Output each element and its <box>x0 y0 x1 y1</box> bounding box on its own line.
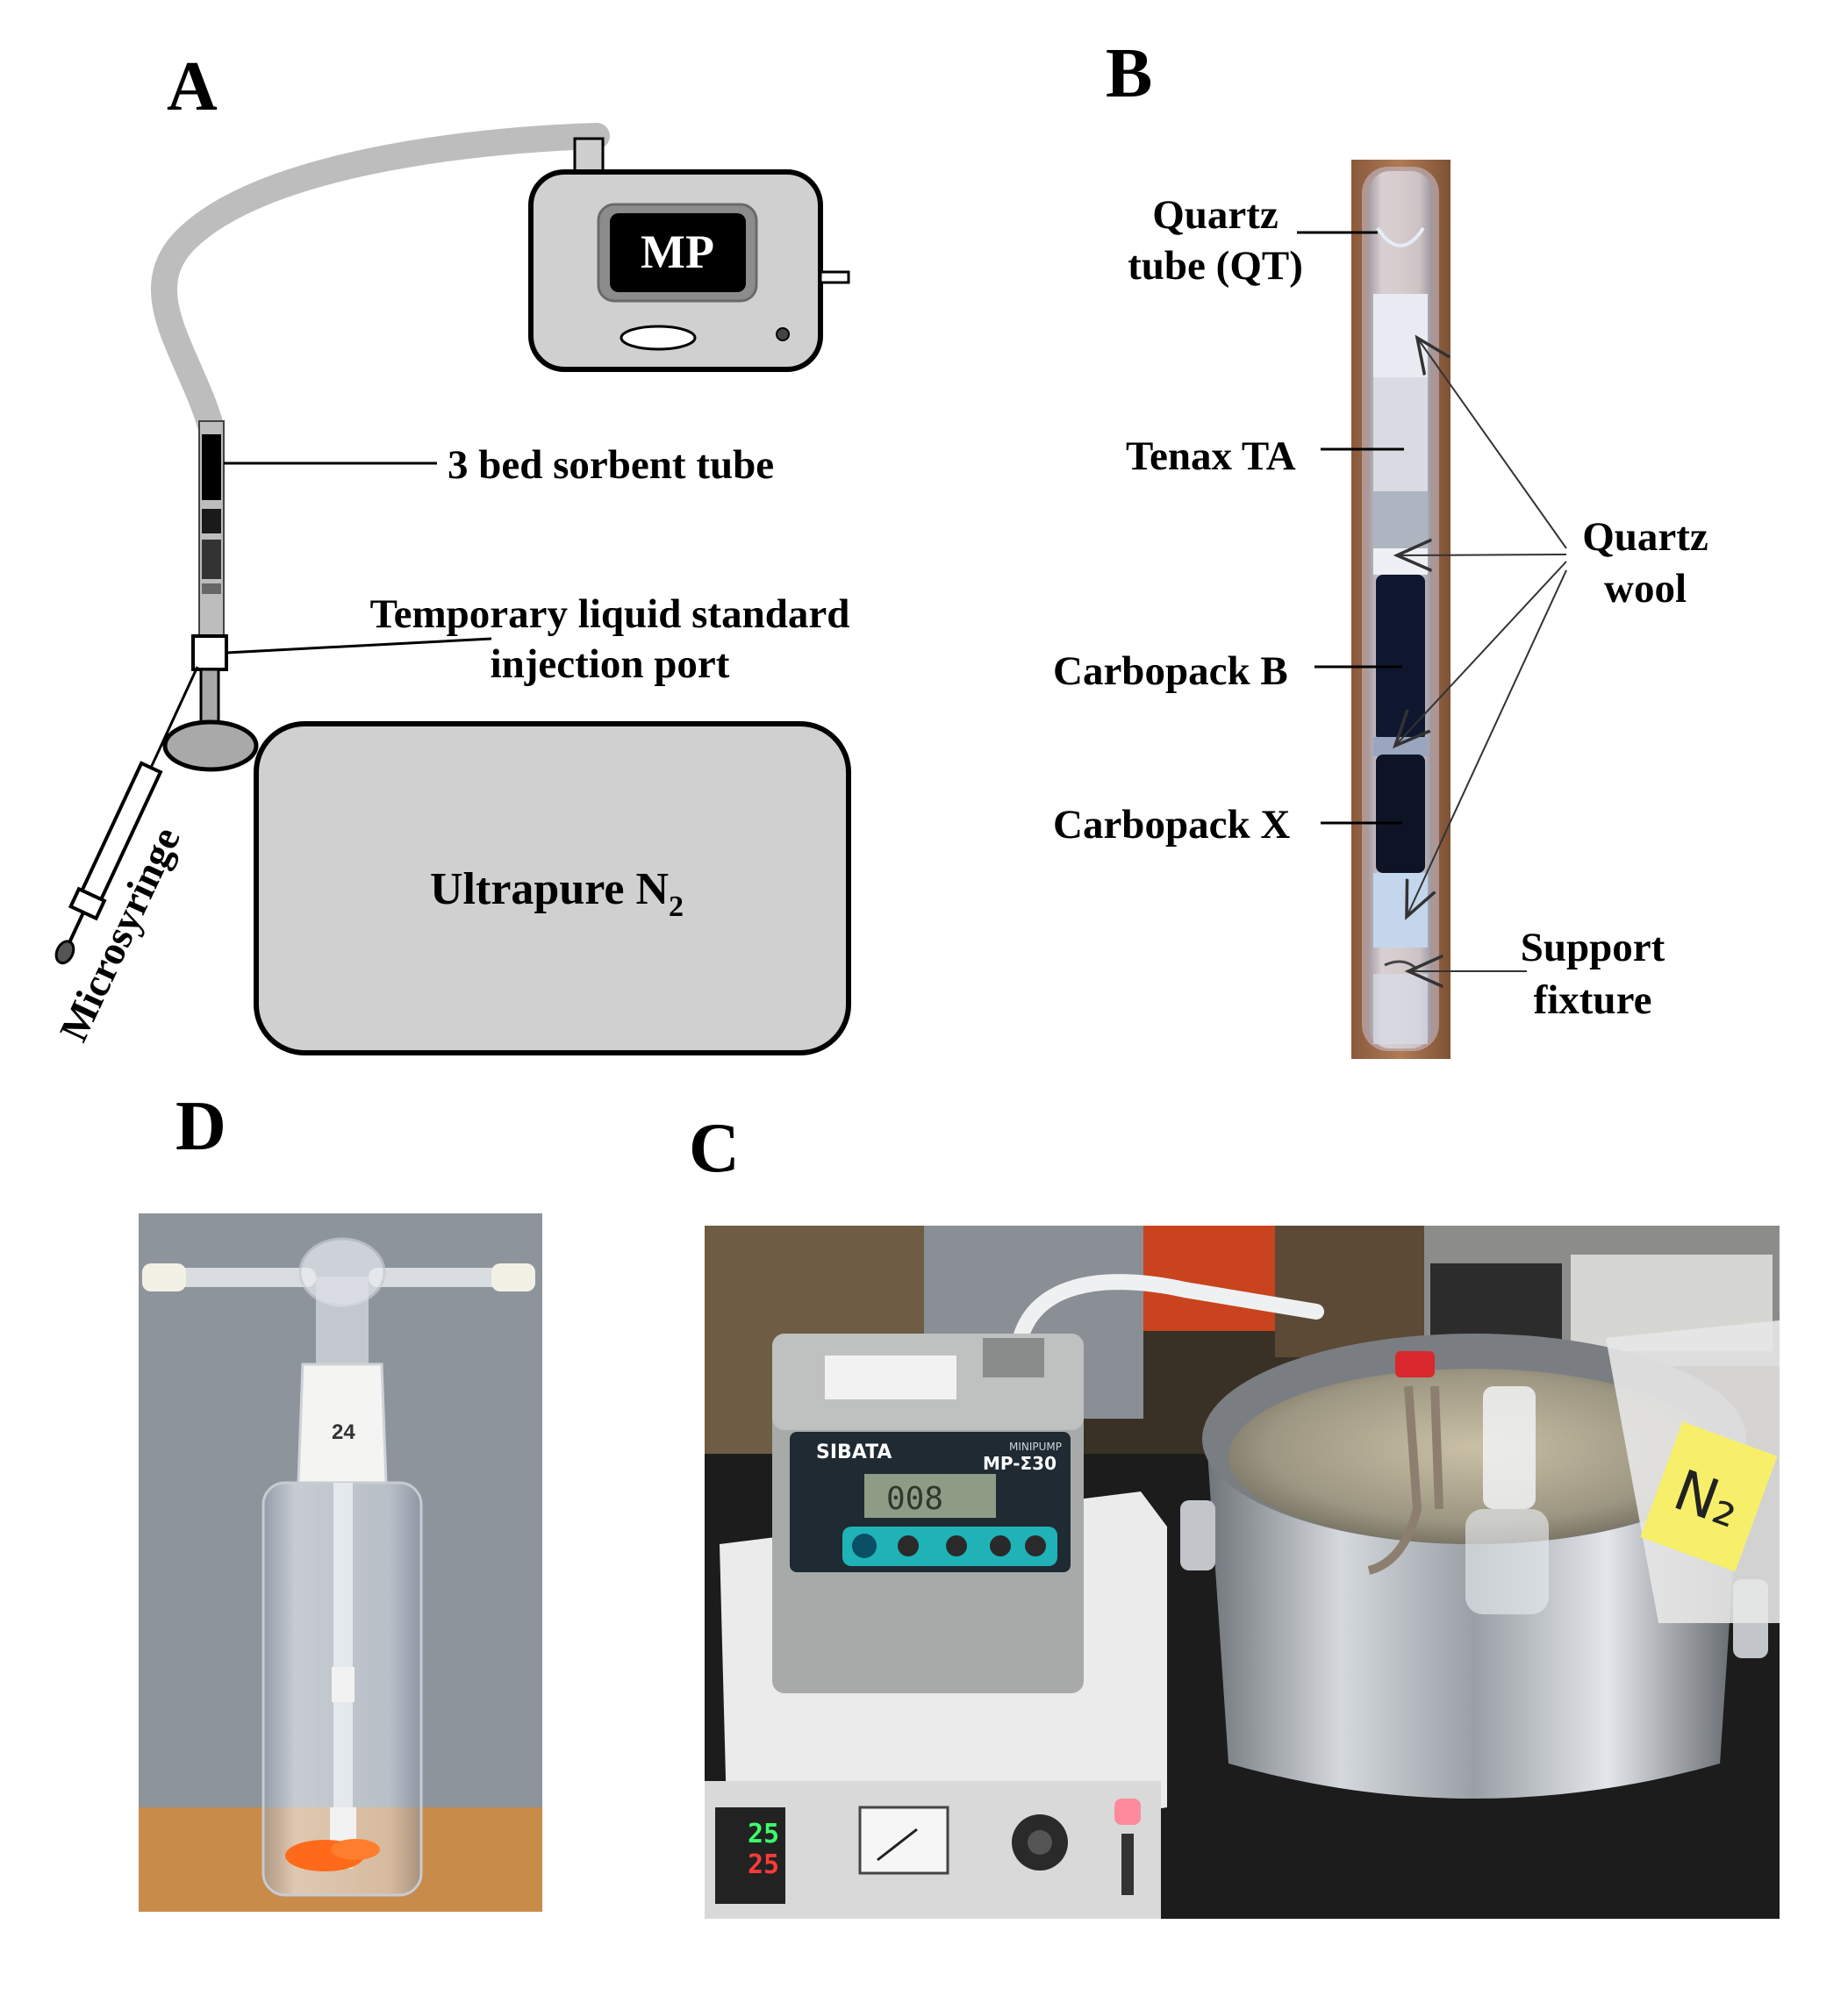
port-label-line1: Temporary liquid standard <box>370 591 850 637</box>
pump-model: MP-Σ30 <box>983 1453 1057 1474</box>
hotplate-temp-top: 25 <box>748 1819 779 1849</box>
panel-b: B Quartz tube (QT) <box>1053 35 1708 1059</box>
mini-pump-schematic: MP <box>528 169 850 372</box>
pump-indicator-dot <box>776 327 790 341</box>
photo-water-bath <box>1180 1334 1768 1799</box>
panel-c: C 25 25 <box>689 1110 1780 1919</box>
panel-d: D 24 <box>139 1088 542 1912</box>
carbopack-b-label: Carbopack B <box>1053 648 1288 694</box>
pump-display: 008 <box>886 1481 943 1517</box>
pump-outlet-nozzle <box>819 270 850 284</box>
quartz-wool-arrows <box>1395 338 1567 917</box>
joint-mark: 24 <box>332 1420 355 1444</box>
panel-b-letter: B <box>1106 35 1152 112</box>
nitrogen-bag <box>254 721 851 1055</box>
tenax-label: Tenax TA <box>1126 433 1296 479</box>
panel-d-letter: D <box>175 1088 226 1165</box>
pump-label: MP <box>641 225 714 278</box>
quartz-tube-label-line1: Quartz <box>1152 192 1279 238</box>
connecting-hose <box>151 123 610 439</box>
quartz-wool-label-line1: Quartz <box>1582 514 1708 560</box>
quartz-tube-label-line2: tube (QT) <box>1128 243 1303 289</box>
injection-port <box>191 634 228 671</box>
microsyringe <box>54 666 199 965</box>
pump-brand: SIBATA <box>816 1441 892 1463</box>
photo-mini-pump: SIBATA MINIPUMP MP-Σ30 008 <box>772 1334 1084 1693</box>
support-fixture-label-line2: fixture <box>1534 977 1652 1023</box>
impinger-photo: 24 <box>139 1213 542 1912</box>
bag-label: Ultrapure N2 <box>430 864 684 923</box>
carbopack-x-label: Carbopack X <box>1053 802 1290 848</box>
bag-valve-fitting <box>162 719 259 772</box>
quartz-tube-photo <box>1351 160 1450 1059</box>
port-label-line2: injection port <box>491 641 730 687</box>
pump-inlet-nozzle <box>573 137 605 174</box>
n2-tag: N₂ <box>1640 1421 1778 1572</box>
apparatus-photo: 25 25 SIBATA MINIPUMP MP-Σ30 008 <box>705 1226 1780 1919</box>
quartz-wool-label-line2: wool <box>1604 566 1687 612</box>
sorbent-tube-schematic <box>198 420 225 637</box>
panel-a-letter: A <box>167 48 218 125</box>
pump-series: MINIPUMP <box>1009 1441 1062 1453</box>
hotplate-temp-bottom: 25 <box>748 1849 779 1880</box>
panel-a: A MP 3 bed sorbent tube Temporary liquid <box>51 48 851 1055</box>
pump-button <box>620 325 697 351</box>
sorbent-tube-label: 3 bed sorbent tube <box>448 442 774 488</box>
support-fixture-label-line1: Support <box>1521 925 1665 970</box>
port-leader-line <box>226 637 492 655</box>
panel-c-letter: C <box>689 1110 740 1187</box>
